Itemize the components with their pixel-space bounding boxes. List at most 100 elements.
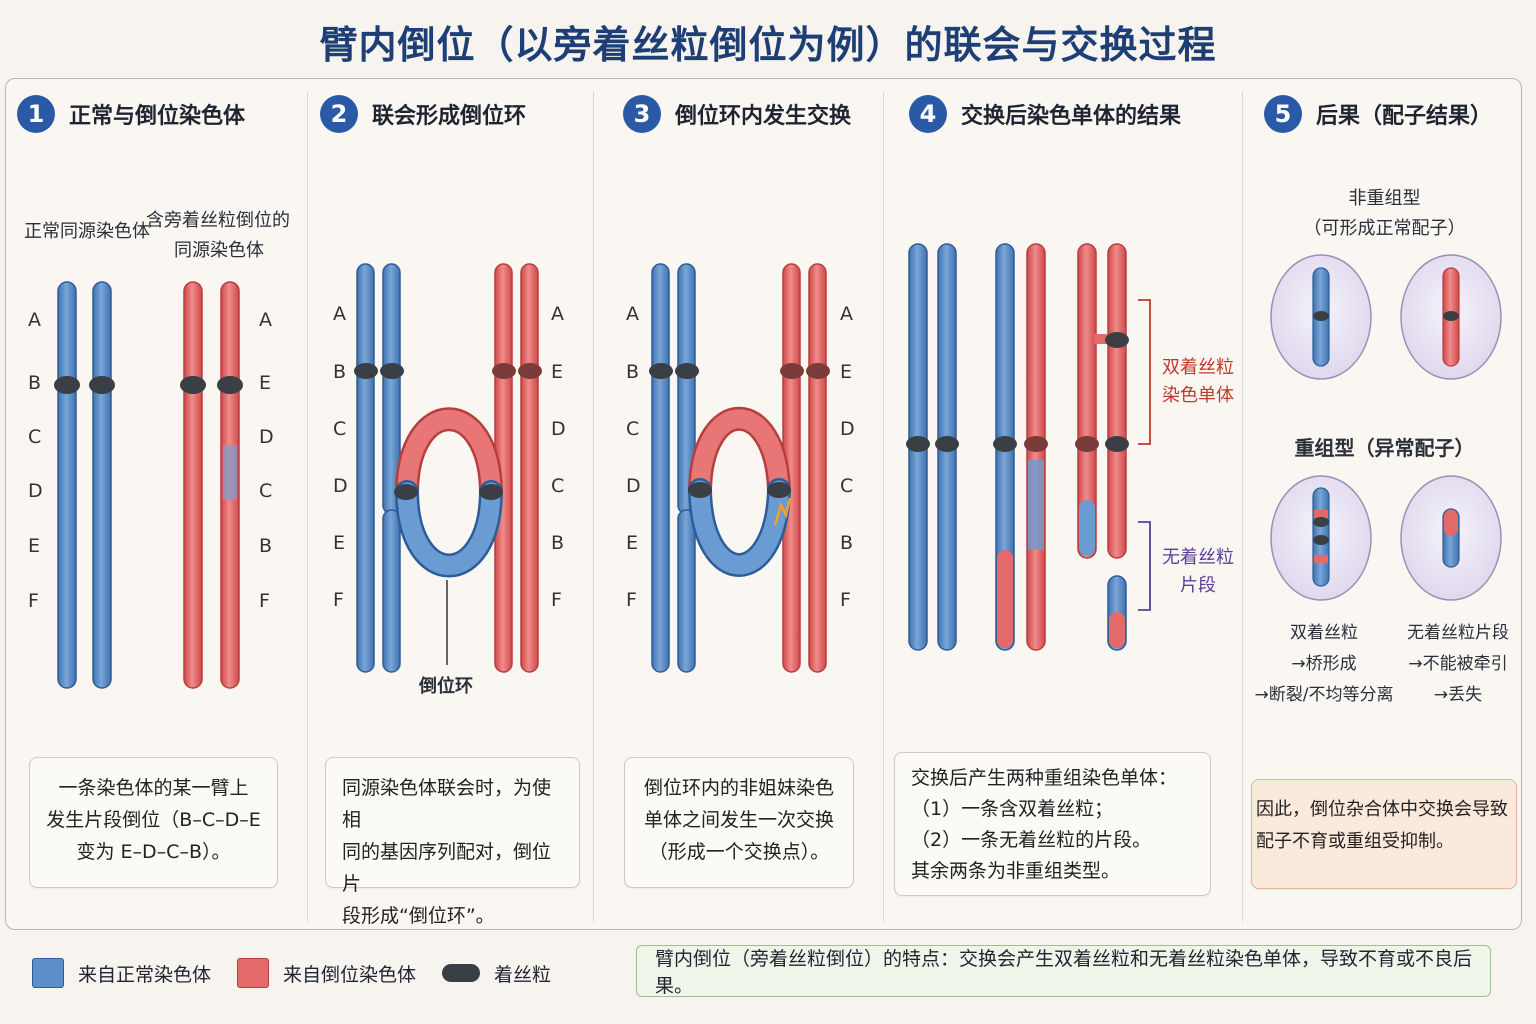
gene-label: B <box>840 532 854 554</box>
gene-label: C <box>840 475 854 497</box>
outcome-line: →不能被牵引 <box>1408 654 1508 674</box>
centromere <box>89 376 115 394</box>
nonrecombinant-label-line: 非重组型 <box>1348 188 1421 209</box>
centromere <box>1075 436 1099 452</box>
legend: 来自正常染色体 来自倒位染色体 着丝粒 <box>32 958 551 988</box>
panel-5-header: 5 后果（配子结果） <box>1264 92 1492 136</box>
dicentric-label-line: 染色单体 <box>1162 385 1234 406</box>
panel-1-note: 一条染色体的某一臂上 发生片段倒位（B–C–D–E 变为 E–D–C–B）。 <box>29 757 278 888</box>
panel-5-gametes <box>1270 254 1502 601</box>
gene-label: F <box>551 589 562 611</box>
normal-chromatid <box>382 509 401 673</box>
legend-inverted-label: 来自倒位染色体 <box>283 963 417 986</box>
gene-label: D <box>333 475 348 497</box>
panel-4-note: 交换后产生两种重组染色单体： （1）一条含双着丝粒； （2）一条无着丝粒的片段。… <box>894 752 1211 896</box>
centromere <box>1313 311 1329 321</box>
centromere <box>354 363 378 379</box>
blue-segment <box>1028 460 1044 550</box>
summary-footer: 臂内倒位（旁着丝粒倒位）的特点：交换会产生双着丝粒和无着丝粒染色单体，导致不育或… <box>636 945 1491 997</box>
gene-label: F <box>28 590 39 612</box>
normal-chromatid <box>356 263 375 673</box>
acentric-label: 无着丝粒 片段 <box>1162 544 1234 600</box>
gene-label: F <box>333 589 344 611</box>
centromere <box>54 376 80 394</box>
acentric-label-line: 片段 <box>1180 575 1216 596</box>
inverted-homolog-label-line2: 同源染色体 <box>174 240 264 261</box>
outcome-line: →丢失 <box>1433 685 1483 705</box>
centromere <box>518 363 542 379</box>
step-2-badge: 2 <box>320 95 358 133</box>
normal-chromatid <box>57 281 77 689</box>
centromere <box>1443 311 1459 321</box>
red-segment <box>997 550 1013 648</box>
inverted-chromatid <box>808 263 827 673</box>
gene-label: A <box>259 309 272 331</box>
panel-2-note: 同源染色体联会时，为使相 同的基因序列配对，倒位片 段形成“倒位环”。 <box>325 757 580 927</box>
panel-1-title: 正常与倒位染色体 <box>69 104 246 129</box>
dicentric-label-line: 双着丝粒 <box>1162 357 1234 378</box>
gene-label: D <box>28 480 43 502</box>
centromere <box>1313 535 1329 545</box>
gene-label: E <box>259 372 272 394</box>
nonrecombinant-label: 非重组型 （可形成正常配子） <box>1262 184 1507 244</box>
gene-label: C <box>551 475 565 497</box>
note-line: （形成一个交换点）。 <box>648 841 830 863</box>
note-line: 单体之间发生一次交换 <box>643 809 834 831</box>
panel-divider <box>883 92 884 922</box>
step-1-badge: 1 <box>17 95 55 133</box>
note-line: 因此，倒位杂合体中交换会导致 <box>1256 799 1508 820</box>
outcome-line: →断裂/不均等分离 <box>1254 685 1394 705</box>
chiasma-point <box>479 484 503 500</box>
red-segment <box>1314 510 1328 518</box>
gene-label: E <box>551 361 564 383</box>
nonrecombinant-label-line: （可形成正常配子） <box>1303 218 1466 239</box>
panel-divider <box>593 92 594 922</box>
gene-label: E <box>28 535 41 557</box>
centromere <box>1313 517 1329 527</box>
acentric-outcome: 无着丝粒片段 →不能被牵引 →丢失 <box>1398 618 1518 711</box>
note-line: 其余两条为非重组类型。 <box>911 860 1121 882</box>
panel-3-title: 倒位环内发生交换 <box>675 104 852 129</box>
centromere <box>935 436 959 452</box>
page-title: 臂内倒位（以旁着丝粒倒位为例）的联会与交换过程 <box>319 23 1217 67</box>
gene-label: A <box>551 303 564 325</box>
note-line: 发生片段倒位（B–C–D–E <box>46 809 261 831</box>
legend-centromere-icon <box>442 964 481 982</box>
panel-divider <box>1242 92 1243 922</box>
gene-label: C <box>28 426 42 448</box>
step-4-badge: 4 <box>909 95 947 133</box>
centromere <box>1105 436 1129 452</box>
inversion-loop-blue <box>397 482 501 575</box>
inversion-loop-label: 倒位环 <box>419 676 473 697</box>
gene-label: E <box>333 532 346 554</box>
recombinant-label: 重组型（异常配子） <box>1294 436 1475 460</box>
inversion-loop-red <box>690 409 789 500</box>
acentric-label-line: 无着丝粒 <box>1162 547 1234 568</box>
red-segment <box>1444 510 1458 536</box>
red-segment <box>1314 555 1328 563</box>
gene-label: F <box>840 589 851 611</box>
centromere <box>217 376 243 394</box>
dicentric-outcome: 双着丝粒 →桥形成 →断裂/不均等分离 <box>1250 618 1398 711</box>
chiasma-point <box>688 482 712 498</box>
centromere <box>1024 436 1048 452</box>
panel-2-title: 联会形成倒位环 <box>372 104 527 129</box>
dicentric-chromatid <box>1107 243 1127 559</box>
inverted-homolog-label-line1: 含旁着丝粒倒位的 <box>146 210 290 231</box>
panel-4-header: 4 交换后染色单体的结果 <box>909 92 1181 136</box>
step-5-badge: 5 <box>1264 95 1302 133</box>
legend-red-swatch <box>237 958 270 988</box>
gene-label: D <box>551 418 566 440</box>
gene-label: B <box>259 535 273 557</box>
note-line: 同的基因序列配对，倒位片 <box>342 841 552 895</box>
note-line: 同源染色体联会时，为使相 <box>342 777 552 831</box>
note-line: 倒位环内的非姐妹染色 <box>643 777 834 799</box>
gene-label: A <box>333 303 346 325</box>
centromere <box>1105 332 1129 348</box>
gene-label: B <box>626 361 640 383</box>
legend-blue-swatch <box>32 958 64 988</box>
gene-label: A <box>626 303 639 325</box>
conclusion-note: 因此，倒位杂合体中交换会导致 配子不育或重组受抑制。 <box>1251 779 1517 889</box>
gene-label: C <box>259 480 273 502</box>
